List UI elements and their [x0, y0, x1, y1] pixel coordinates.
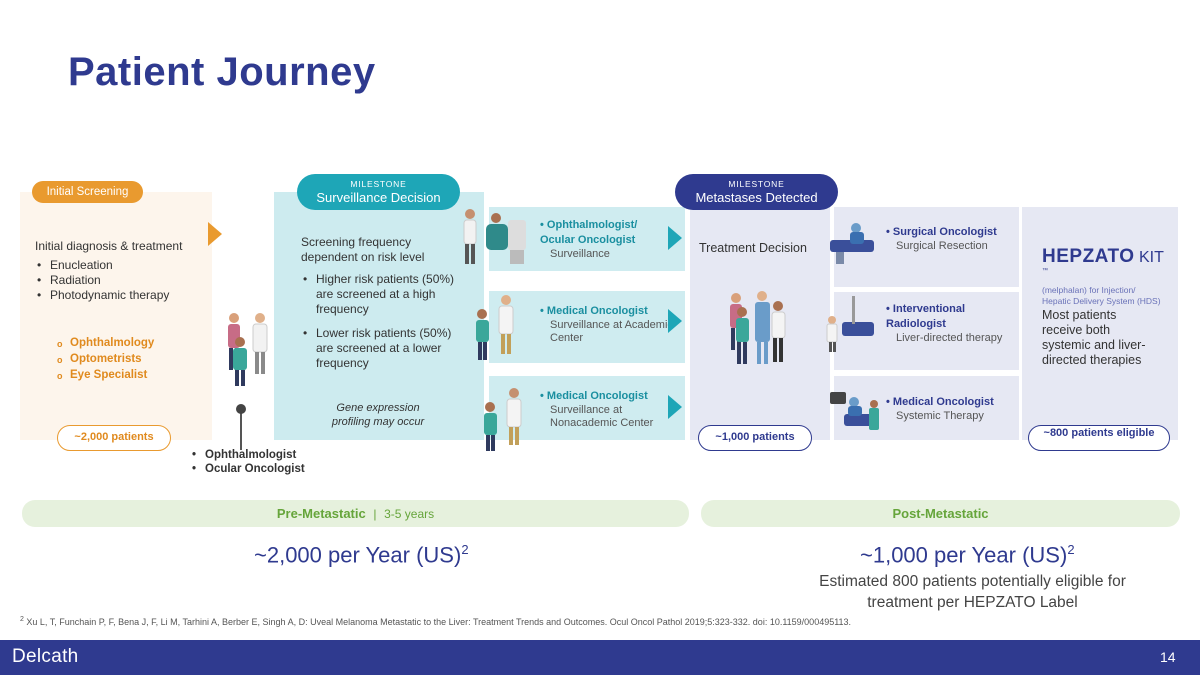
hepzato-kit: KIT	[1138, 249, 1164, 266]
surgery-illustration	[830, 223, 874, 264]
hepzato-tm: ™	[1042, 268, 1048, 274]
path-nonacademic: Medical Oncologist Surveillance at Nonac…	[540, 389, 680, 430]
treatment-therapy: Surgical Resection	[896, 240, 988, 252]
gene-expression-note: Gene expression profiling may occur	[331, 402, 425, 428]
pre-metastatic-label: Pre-Metastatic	[276, 506, 366, 521]
post-eligibility-note: Estimated 800 patients potentially eligi…	[819, 573, 1126, 611]
treatment-role: Medical Oncologist	[886, 395, 1016, 410]
referrer-item: Ocular Oncologist	[190, 462, 330, 476]
footer-bar: Delcath 14	[0, 640, 1200, 675]
footnote-ref: 2	[461, 542, 469, 557]
phase-separator: |	[373, 507, 377, 521]
hepzato-sub2: Hepatic Delivery System (HDS)	[1042, 296, 1161, 306]
metastases-milestone: MILESTONE Metastases Detected	[675, 174, 838, 210]
initial-screening-pill: Initial Screening	[32, 181, 143, 203]
arrow-right-icon	[668, 226, 682, 250]
doctor-patient-illustration	[484, 388, 522, 451]
pre-metastatic-duration: 3-5 years	[384, 507, 435, 521]
path-panel-academic	[489, 291, 685, 363]
initial-screening-panel	[20, 192, 212, 440]
milestone-label: MILESTONE	[728, 179, 785, 189]
path-panel-nonacademic	[489, 376, 685, 440]
referrers-list: Ophthalmologist Ocular Oncologist	[190, 448, 330, 476]
post-metastatic-label: Post-Metastatic	[892, 506, 989, 521]
treatment-decision: Treatment Decision	[699, 241, 807, 255]
page-number: 14	[1160, 649, 1176, 665]
treatment-item: Photodynamic therapy	[35, 288, 210, 303]
pre-metastatic-bar: Pre-Metastatic | 3-5 years	[22, 500, 689, 527]
delcath-logo: Delcath	[12, 646, 79, 667]
hepzato-panel	[1022, 207, 1178, 440]
page-title: Patient Journey	[68, 50, 376, 94]
path-setting: Surveillance at Nonacademic Center	[550, 404, 654, 429]
path-ocular: Ophthalmologist/ Ocular Oncologist Surve…	[540, 218, 665, 261]
path-role: Medical Oncologist	[540, 389, 680, 404]
arrow-right-icon	[208, 222, 222, 246]
pre-total: ~2,000 per Year (US)2	[254, 542, 469, 568]
milestone-name: Surveillance Decision	[316, 190, 441, 205]
path-role: Medical Oncologist	[540, 304, 675, 319]
treatment-item: Radiation	[35, 273, 210, 288]
hepzato-logo: HEPZATO KIT ™ (melphalan) for Injection/…	[1042, 246, 1174, 307]
pin-dot-icon	[236, 404, 246, 414]
surveillance-bullets: Higher risk patients (50%) are screened …	[301, 272, 471, 371]
specialist-item: Eye Specialist	[55, 367, 205, 384]
initial-treatments-list: Enucleation Radiation Photodynamic thera…	[35, 258, 210, 303]
hepzato-note: Most patients receive both systemic and …	[1042, 308, 1146, 367]
specialist-item: Ophthalmology	[55, 335, 205, 352]
hepzato-brand: HEPZATO	[1042, 246, 1135, 267]
referrer-item: Ophthalmologist	[190, 448, 330, 462]
path-setting: Surveillance	[550, 248, 610, 260]
eligible-count-badge: ~800 patients eligible	[1028, 425, 1170, 451]
patient-count-badge: ~1,000 patients	[698, 425, 812, 451]
pre-total-text: ~2,000 per Year (US)	[254, 542, 462, 568]
doctor-patient-illustration	[476, 295, 514, 360]
eye-exam-illustration	[463, 209, 526, 264]
systemic-therapy-illustration	[830, 392, 879, 430]
treatment-role: Interventional Radiologist	[886, 302, 986, 332]
specialist-item: Optometrists	[55, 351, 205, 368]
patient-group-illustration	[228, 313, 268, 386]
treatment-radiology: Interventional Radiologist Liver-directe…	[886, 302, 1016, 345]
treatment-therapy: Liver-directed therapy	[896, 332, 1003, 344]
footnote-text: Xu L, T, Funchain P, F, Bena J, F, Li M,…	[26, 617, 852, 627]
treatment-item: Enucleation	[35, 258, 210, 273]
treatment-role: Surgical Oncologist	[886, 225, 1016, 240]
surveillance-bullet: Lower risk patients (50%) are screened a…	[301, 326, 471, 371]
footnote: 2 Xu L, T, Funchain P, F, Bena J, F, Li …	[20, 614, 860, 628]
hepzato-sub1: (melphalan) for Injection/	[1042, 285, 1136, 295]
path-academic: Medical Oncologist Surveillance at Acade…	[540, 304, 675, 345]
arrow-right-icon	[668, 309, 682, 333]
footnote-ref: 2	[1067, 542, 1075, 557]
post-total-text: ~1,000 per Year (US)	[860, 542, 1068, 568]
milestone-name: Metastases Detected	[695, 190, 818, 205]
arrow-right-icon	[668, 395, 682, 419]
initial-heading: Initial diagnosis & treatment	[35, 239, 183, 253]
treatment-therapy: Systemic Therapy	[896, 410, 984, 422]
milestone-label: MILESTONE	[350, 179, 407, 189]
specialists-list: Ophthalmology Optometrists Eye Specialis…	[55, 335, 205, 384]
surveillance-milestone: MILESTONE Surveillance Decision	[297, 174, 460, 210]
path-role: Ophthalmologist/ Ocular Oncologist	[540, 218, 665, 248]
interventional-radiology-illustration	[826, 296, 874, 352]
care-team-illustration	[730, 291, 786, 364]
footnote-marker: 2	[20, 616, 24, 623]
treatment-surgical: Surgical Oncologist Surgical Resection	[886, 225, 1016, 253]
pin-line	[240, 405, 242, 450]
surveillance-bullet: Higher risk patients (50%) are screened …	[301, 272, 471, 317]
treatment-systemic: Medical Oncologist Systemic Therapy	[886, 395, 1016, 423]
post-metastatic-bar: Post-Metastatic	[701, 500, 1180, 527]
post-total: ~1,000 per Year (US)2	[860, 542, 1075, 568]
surveillance-text: Screening frequency dependent on risk le…	[301, 235, 425, 264]
path-setting: Surveillance at Academic Center	[550, 319, 673, 344]
patient-count-badge: ~2,000 patients	[57, 425, 171, 451]
